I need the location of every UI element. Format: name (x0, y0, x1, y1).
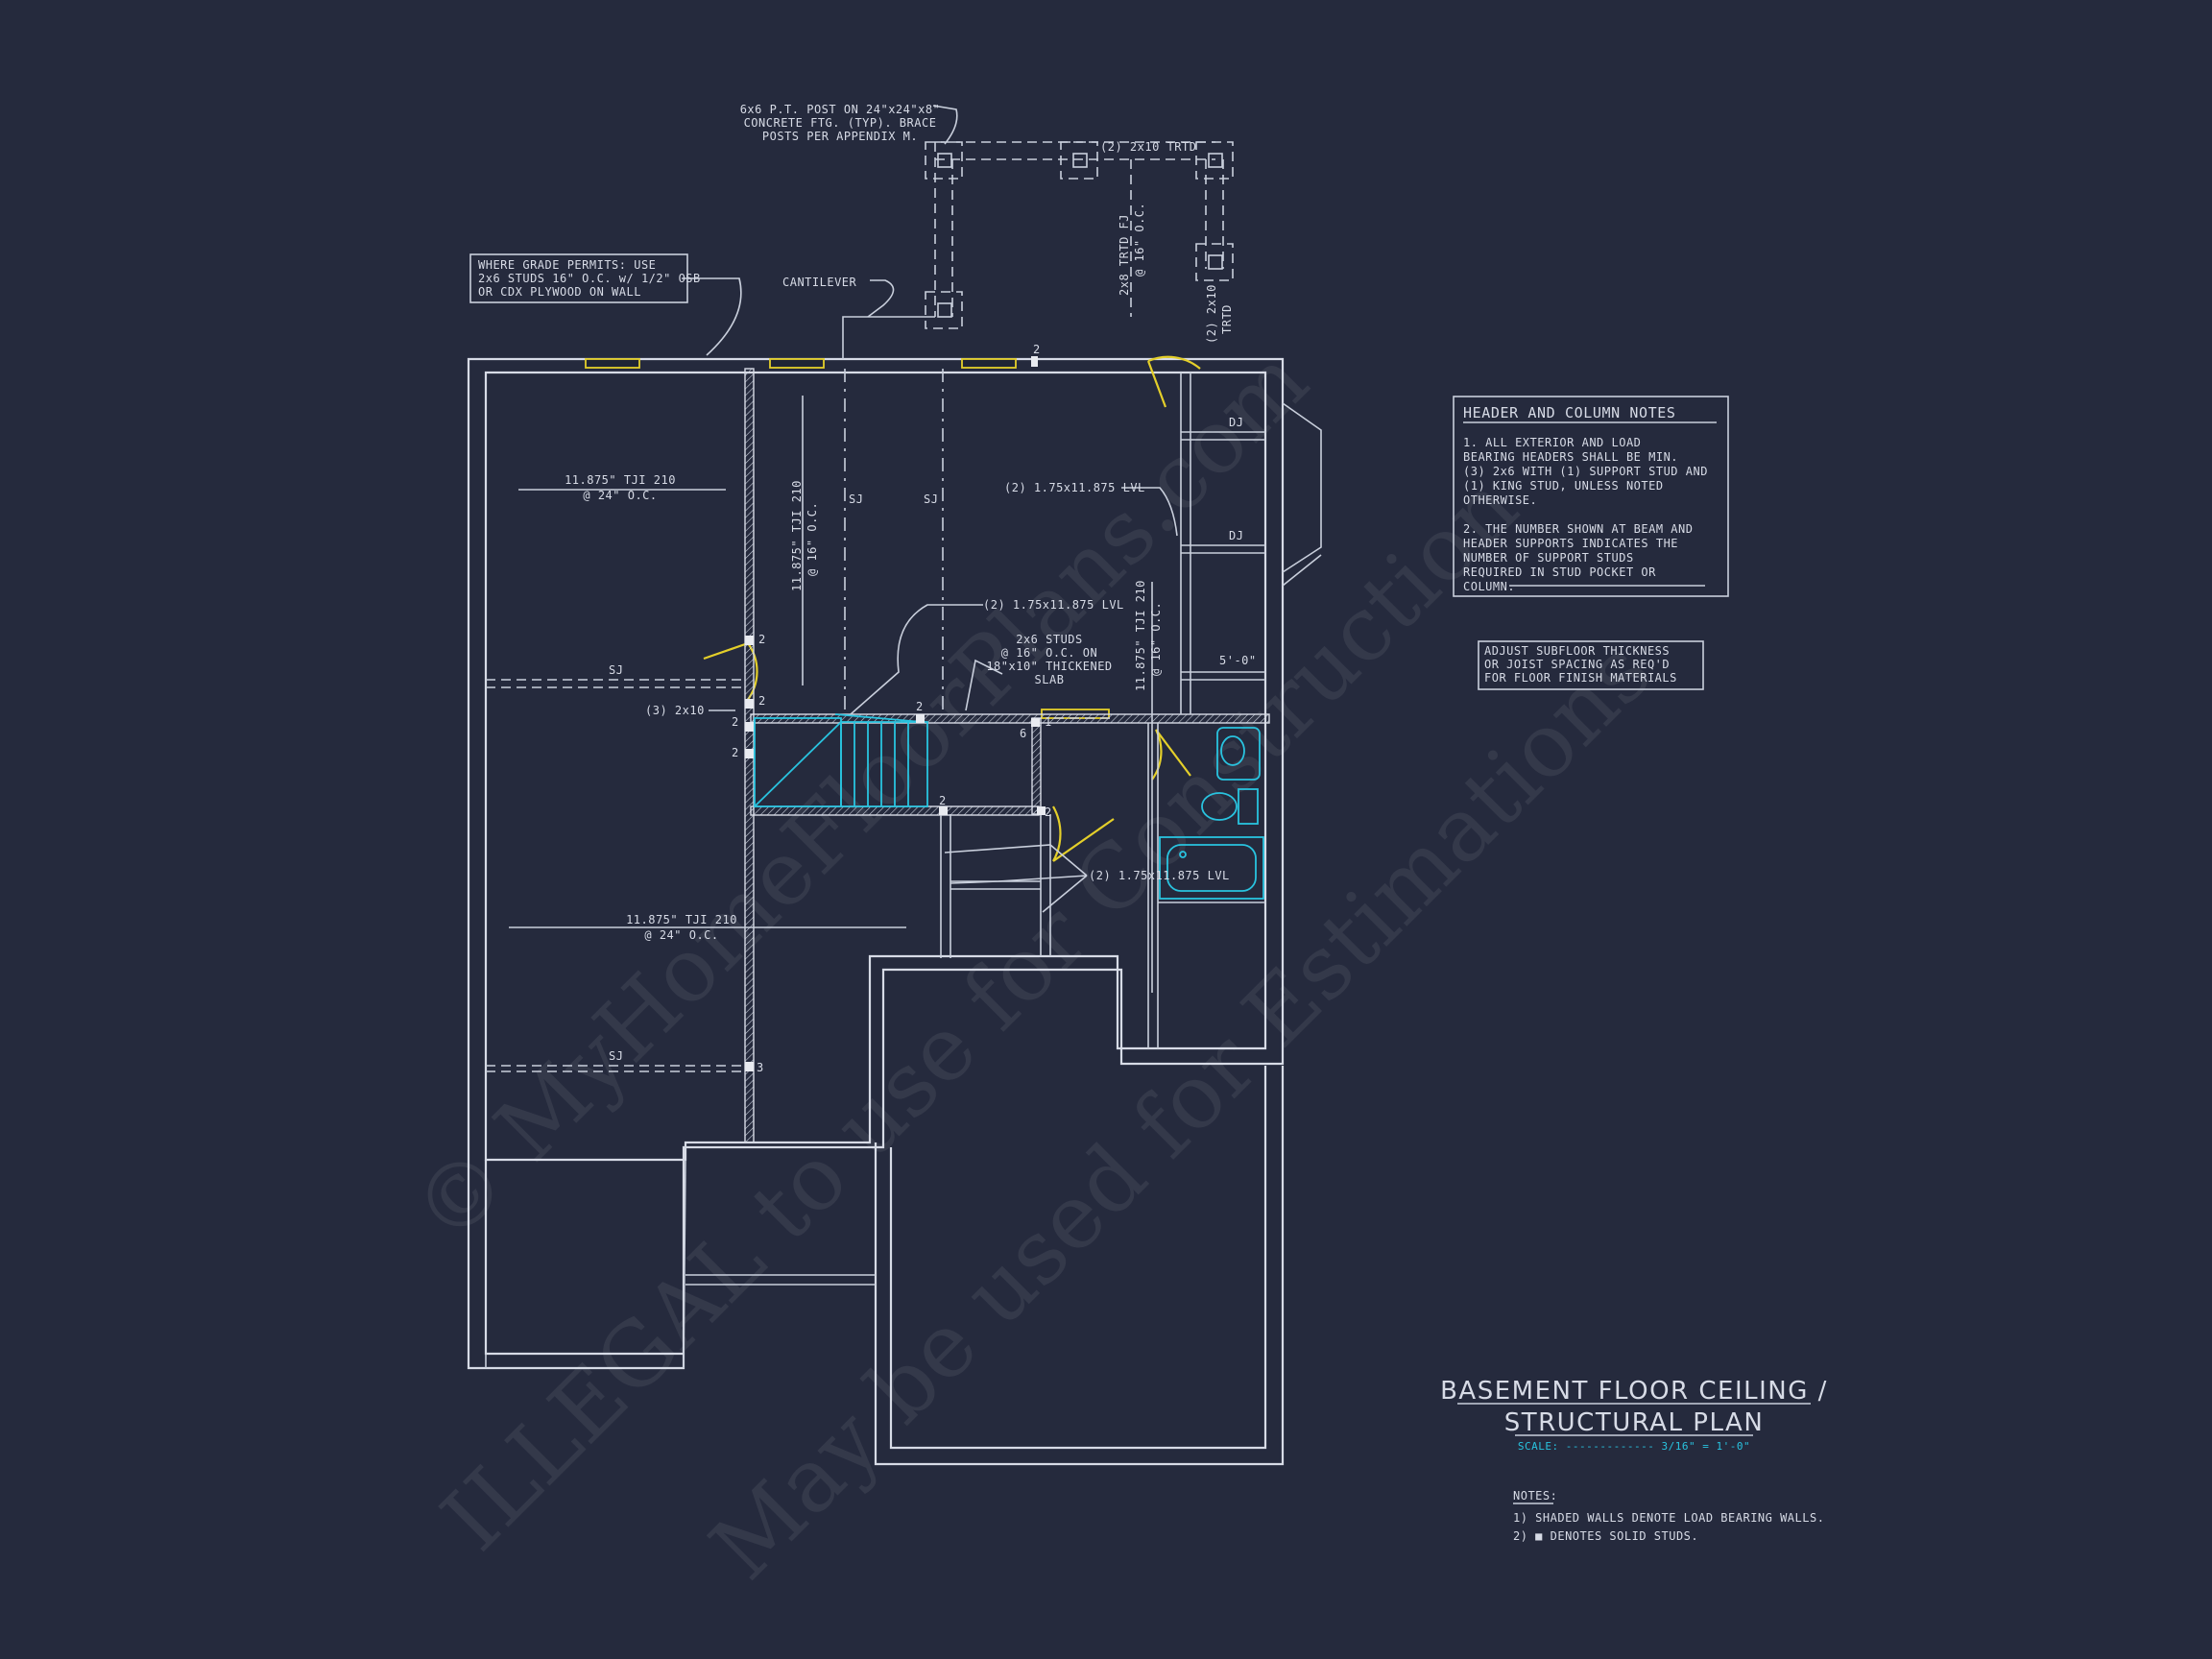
stud-count: 3 (757, 1061, 764, 1074)
interior-walls (940, 373, 1322, 1048)
header-notes-box: HEADER AND COLUMN NOTES 1. ALL EXTERIOR … (1453, 396, 1729, 597)
stud-count: 1 (1045, 715, 1052, 729)
drawing-title-line-1: BASEMENT FLOOR CEILING / (1440, 1377, 1828, 1406)
lvl-lower-label: (2) 1.75x11.875 LVL (1089, 869, 1230, 882)
post-note-line-2: CONCRETE FTG. (TYP). BRACE (744, 116, 937, 130)
dj-label-1: DJ (1229, 416, 1243, 429)
tji-mid-2: @ 16" O.C. (805, 502, 819, 576)
watermark: © MyHomeFloorPlans.com ILLEGAL to use fo… (394, 329, 1671, 1599)
stud-count: 2 (758, 633, 766, 646)
deck-posts (842, 141, 1234, 359)
solid-studs (745, 356, 1046, 1071)
stud-count: 2 (1033, 343, 1041, 356)
header-notes-line: 2. THE NUMBER SHOWN AT BEAM AND (1463, 522, 1693, 536)
tji-left-bot-2: @ 24" O.C. (644, 928, 718, 942)
dj-label-2: DJ (1229, 529, 1243, 542)
notes-heading: NOTES: (1513, 1489, 1557, 1503)
header-notes-line: 1. ALL EXTERIOR AND LOAD (1463, 436, 1641, 449)
header-notes-line: COLUMN. (1463, 580, 1515, 593)
sj-label-4: SJ (609, 1049, 623, 1063)
drawing-scale: SCALE: ------------- 3/16" = 1'-0" (1518, 1440, 1750, 1453)
trtd-fj-label-2: @ 16" O.C. (1133, 203, 1146, 276)
tji-left-top-1: 11.875" TJI 210 (565, 473, 676, 487)
stair-and-fixtures (754, 713, 1264, 900)
two-by-ten-label: (3) 2x10 (645, 704, 705, 717)
header-notes-title: HEADER AND COLUMN NOTES (1463, 404, 1676, 421)
lvl-upper-label: (2) 1.75x11.875 LVL (1004, 481, 1145, 494)
tji-left-bot-1: 11.875" TJI 210 (626, 913, 737, 926)
tji-mid-1: 11.875" TJI 210 (790, 480, 804, 591)
stud-count: 2 (939, 794, 947, 807)
dim-5ft-label: 5'-0" (1219, 654, 1257, 667)
leader-lines (682, 105, 1178, 913)
joist-layout (486, 369, 1153, 1072)
subfloor-note-line: ADJUST SUBFLOOR THICKNESS (1484, 644, 1670, 658)
tji-right-1: 11.875" TJI 210 (1134, 580, 1147, 691)
trtd-side-label-2: TRTD (1220, 304, 1234, 334)
sj-label-3: SJ (609, 663, 623, 677)
stud-count: 2 (916, 700, 924, 713)
trtd-fj-label-1: 2x8 TRTD FJ (1118, 214, 1131, 296)
sj-label-1: SJ (849, 493, 863, 506)
header-notes-line: BEARING HEADERS SHALL BE MIN. (1463, 450, 1678, 464)
header-notes-line: (3) 2x6 WITH (1) SUPPORT STUD AND (1463, 465, 1708, 478)
header-notes-line: HEADER SUPPORTS INDICATES THE (1463, 537, 1678, 550)
studs-note-2: @ 16" O.C. ON (1001, 646, 1097, 660)
foundation-walls (467, 357, 1285, 1466)
grade-note: WHERE GRADE PERMITS: USE 2x6 STUDS 16" O… (469, 253, 701, 303)
grade-note-line-2: 2x6 STUDS 16" O.C. w/ 1/2" OSB (478, 272, 701, 285)
trtd-side-label-1: (2) 2x10 (1205, 284, 1218, 344)
post-note: 6x6 P.T. POST ON 24"x24"x8" CONCRETE FTG… (740, 103, 941, 143)
studs-note-3: 18"x10" THICKENED (986, 660, 1112, 673)
lvl-mid-label: (2) 1.75x11.875 LVL (983, 598, 1124, 612)
tji-left-top-2: @ 24" O.C. (583, 489, 657, 502)
stud-count-labels: 2 2 2 2 2 2 6 2 3 1 2 (732, 343, 1052, 1074)
grade-note-line-1: WHERE GRADE PERMITS: USE (478, 258, 656, 272)
title-block: BASEMENT FLOOR CEILING / STRUCTURAL PLAN… (1440, 1377, 1828, 1453)
header-notes-line: NUMBER OF SUPPORT STUDS (1463, 551, 1634, 565)
stud-count: 2 (732, 746, 739, 759)
stud-count: 2 (1045, 805, 1052, 819)
stud-count: 2 (758, 694, 766, 708)
notes-item-2: 2) ■ DENOTES SOLID STUDS. (1513, 1529, 1698, 1543)
post-note-line-1: 6x6 P.T. POST ON 24"x24"x8" (740, 103, 941, 116)
stud-count: 6 (1020, 727, 1027, 740)
studs-note-1: 2x6 STUDS (1016, 633, 1083, 646)
header-notes-line: REQUIRED IN STUD POCKET OR (1463, 565, 1656, 579)
subfloor-note-line: OR JOIST SPACING AS REQ'D (1484, 658, 1670, 671)
studs-note-4: SLAB (1035, 673, 1065, 686)
subfloor-note-line: FOR FLOOR FINISH MATERIALS (1484, 671, 1677, 685)
doors (703, 355, 1201, 862)
trtd-top-label: (2) 2x10 TRTD (1100, 140, 1196, 154)
grade-note-line-3: OR CDX PLYWOOD ON WALL (478, 285, 641, 299)
drawing-title-line-2: STRUCTURAL PLAN (1504, 1408, 1765, 1437)
subfloor-note-box: ADJUST SUBFLOOR THICKNESS OR JOIST SPACI… (1478, 640, 1704, 690)
header-notes-line: (1) KING STUD, UNLESS NOTED (1463, 479, 1664, 493)
tji-right-2: @ 16" O.C. (1149, 602, 1163, 676)
sj-label-2: SJ (924, 493, 938, 506)
stud-count: 2 (732, 715, 739, 729)
post-note-line-3: POSTS PER APPENDIX M. (762, 130, 918, 143)
cantilever-label: CANTILEVER (782, 276, 857, 289)
notes-item-1: 1) SHADED WALLS DENOTE LOAD BEARING WALL… (1513, 1511, 1824, 1525)
bottom-notes: NOTES: 1) SHADED WALLS DENOTE LOAD BEARI… (1513, 1489, 1824, 1543)
header-notes-line: OTHERWISE. (1463, 493, 1537, 507)
